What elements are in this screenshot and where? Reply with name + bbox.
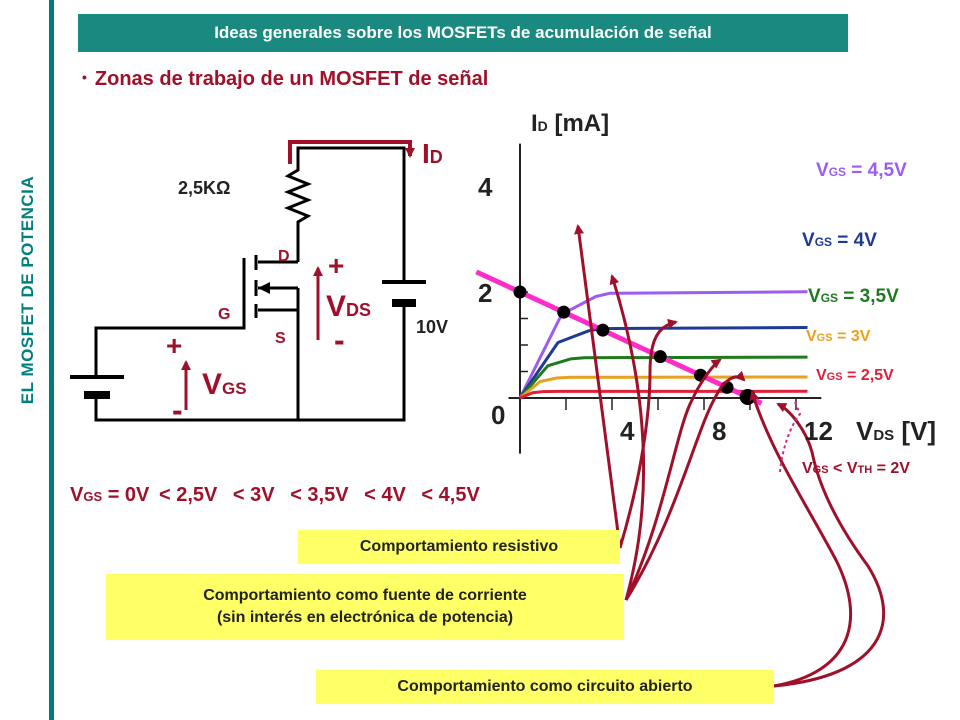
y-tick-4: 4 xyxy=(478,172,493,202)
vgs-sub: GS xyxy=(222,379,247,398)
callout-source-line1: Comportamiento como fuente de corriente xyxy=(203,587,527,604)
vgs-seq-3: < 3,5V xyxy=(290,484,349,506)
arrow-source-b xyxy=(624,358,722,601)
resistor-label: 2,5KΩ xyxy=(178,178,231,198)
resistor xyxy=(283,158,313,262)
header-title: Ideas generales sobre los MOSFETs de acu… xyxy=(78,14,848,52)
x-axis-sub: DS xyxy=(873,427,895,444)
body-arrow-icon xyxy=(258,282,270,294)
series-label-3v: VGS = 3V xyxy=(806,328,871,345)
side-bar xyxy=(49,0,54,720)
cutoff-label: VGS < VTH = 2V xyxy=(802,460,910,477)
id-current-arrow xyxy=(288,140,415,164)
arrow-open-a xyxy=(773,402,886,688)
drain-label: D xyxy=(278,248,290,265)
arrow-source-a xyxy=(609,274,646,601)
vgs-seq-2: < 3V xyxy=(232,484,275,506)
bullet-heading: •Zonas de trabajo de un MOSFET de señal xyxy=(82,68,489,90)
top-wire xyxy=(296,146,406,280)
series-line-1 xyxy=(518,326,808,399)
vgs-seq-4: < 4V xyxy=(364,484,406,506)
series-line-4 xyxy=(519,389,808,400)
cutoff-pointer xyxy=(779,401,802,473)
series-line-3 xyxy=(519,375,808,400)
arrow-open-b xyxy=(749,390,853,688)
source-label: S xyxy=(275,330,286,347)
supply-label: 10V xyxy=(416,317,449,337)
x-axis-unit: [V] xyxy=(901,416,937,446)
x-axis-label: VDS [V] xyxy=(856,416,936,447)
callout-open-circuit: Comportamiento como circuito abierto xyxy=(316,670,774,704)
vds-main: V xyxy=(326,290,347,323)
series-label-4v: VGS = 4V xyxy=(802,230,877,251)
origin-label: 0 xyxy=(491,400,506,430)
y-axis-sub: D xyxy=(537,118,548,134)
operating-point-0 xyxy=(513,285,527,299)
gate-return-wire xyxy=(94,395,298,422)
y-tick-2: 2 xyxy=(478,278,493,308)
vgs-minus: - xyxy=(172,392,183,428)
x-tick-12: 12 xyxy=(804,416,833,446)
series-label-2v5: VGS = 2,5V xyxy=(816,367,894,384)
id-label: ID xyxy=(422,138,443,170)
vgs-sequence: VGS = 0V < 2,5V < 3V < 3,5V < 4V < 4,5V xyxy=(70,484,480,507)
series-line-0 xyxy=(518,290,808,399)
vds-label: VDS xyxy=(326,290,371,324)
x-tick-4: 4 xyxy=(620,416,635,446)
x-axis-main: V xyxy=(856,416,874,446)
arrow-resistive-b xyxy=(618,318,678,549)
vds-sub: DS xyxy=(346,300,372,320)
callout-current-source: Comportamiento como fuente de corriente (… xyxy=(106,574,624,640)
vgs-seq-1: < 2,5V xyxy=(158,484,218,506)
y-axis-label: ID [mA] xyxy=(531,110,609,138)
vds-plus: + xyxy=(328,250,345,281)
vgs-seq-5: < 4,5V xyxy=(421,484,480,506)
gate-wire xyxy=(94,314,246,375)
series-label-4v5: VGS = 4,5V xyxy=(816,160,907,181)
y-axis-main: I xyxy=(531,110,538,137)
vgs-main: V xyxy=(202,368,223,401)
id-label-main: I xyxy=(422,138,430,169)
id-label-sub: D xyxy=(429,147,443,167)
gate-label: G xyxy=(218,306,231,323)
vds-minus: - xyxy=(334,322,345,358)
vgs-label: VGS xyxy=(202,368,247,402)
operating-point-2 xyxy=(596,323,610,337)
operating-point-3 xyxy=(653,350,667,364)
bullet-text: Zonas de trabajo de un MOSFET de señal xyxy=(94,68,489,90)
vgs-plus: + xyxy=(166,330,183,361)
y-axis-unit: [mA] xyxy=(554,110,610,137)
callout-source-line2: (sin interés en electrónica de potencia) xyxy=(216,609,514,626)
operating-point-1 xyxy=(557,305,571,319)
arrow-resistive-a xyxy=(574,224,622,549)
vgs-seq-0: VGS = 0V xyxy=(70,484,150,506)
series-label-3v5: VGS = 3,5V xyxy=(808,286,899,307)
x-tick-8: 8 xyxy=(712,416,727,446)
callout-resistive: Comportamiento resistivo xyxy=(298,530,620,564)
arrow-source-c xyxy=(624,370,746,601)
